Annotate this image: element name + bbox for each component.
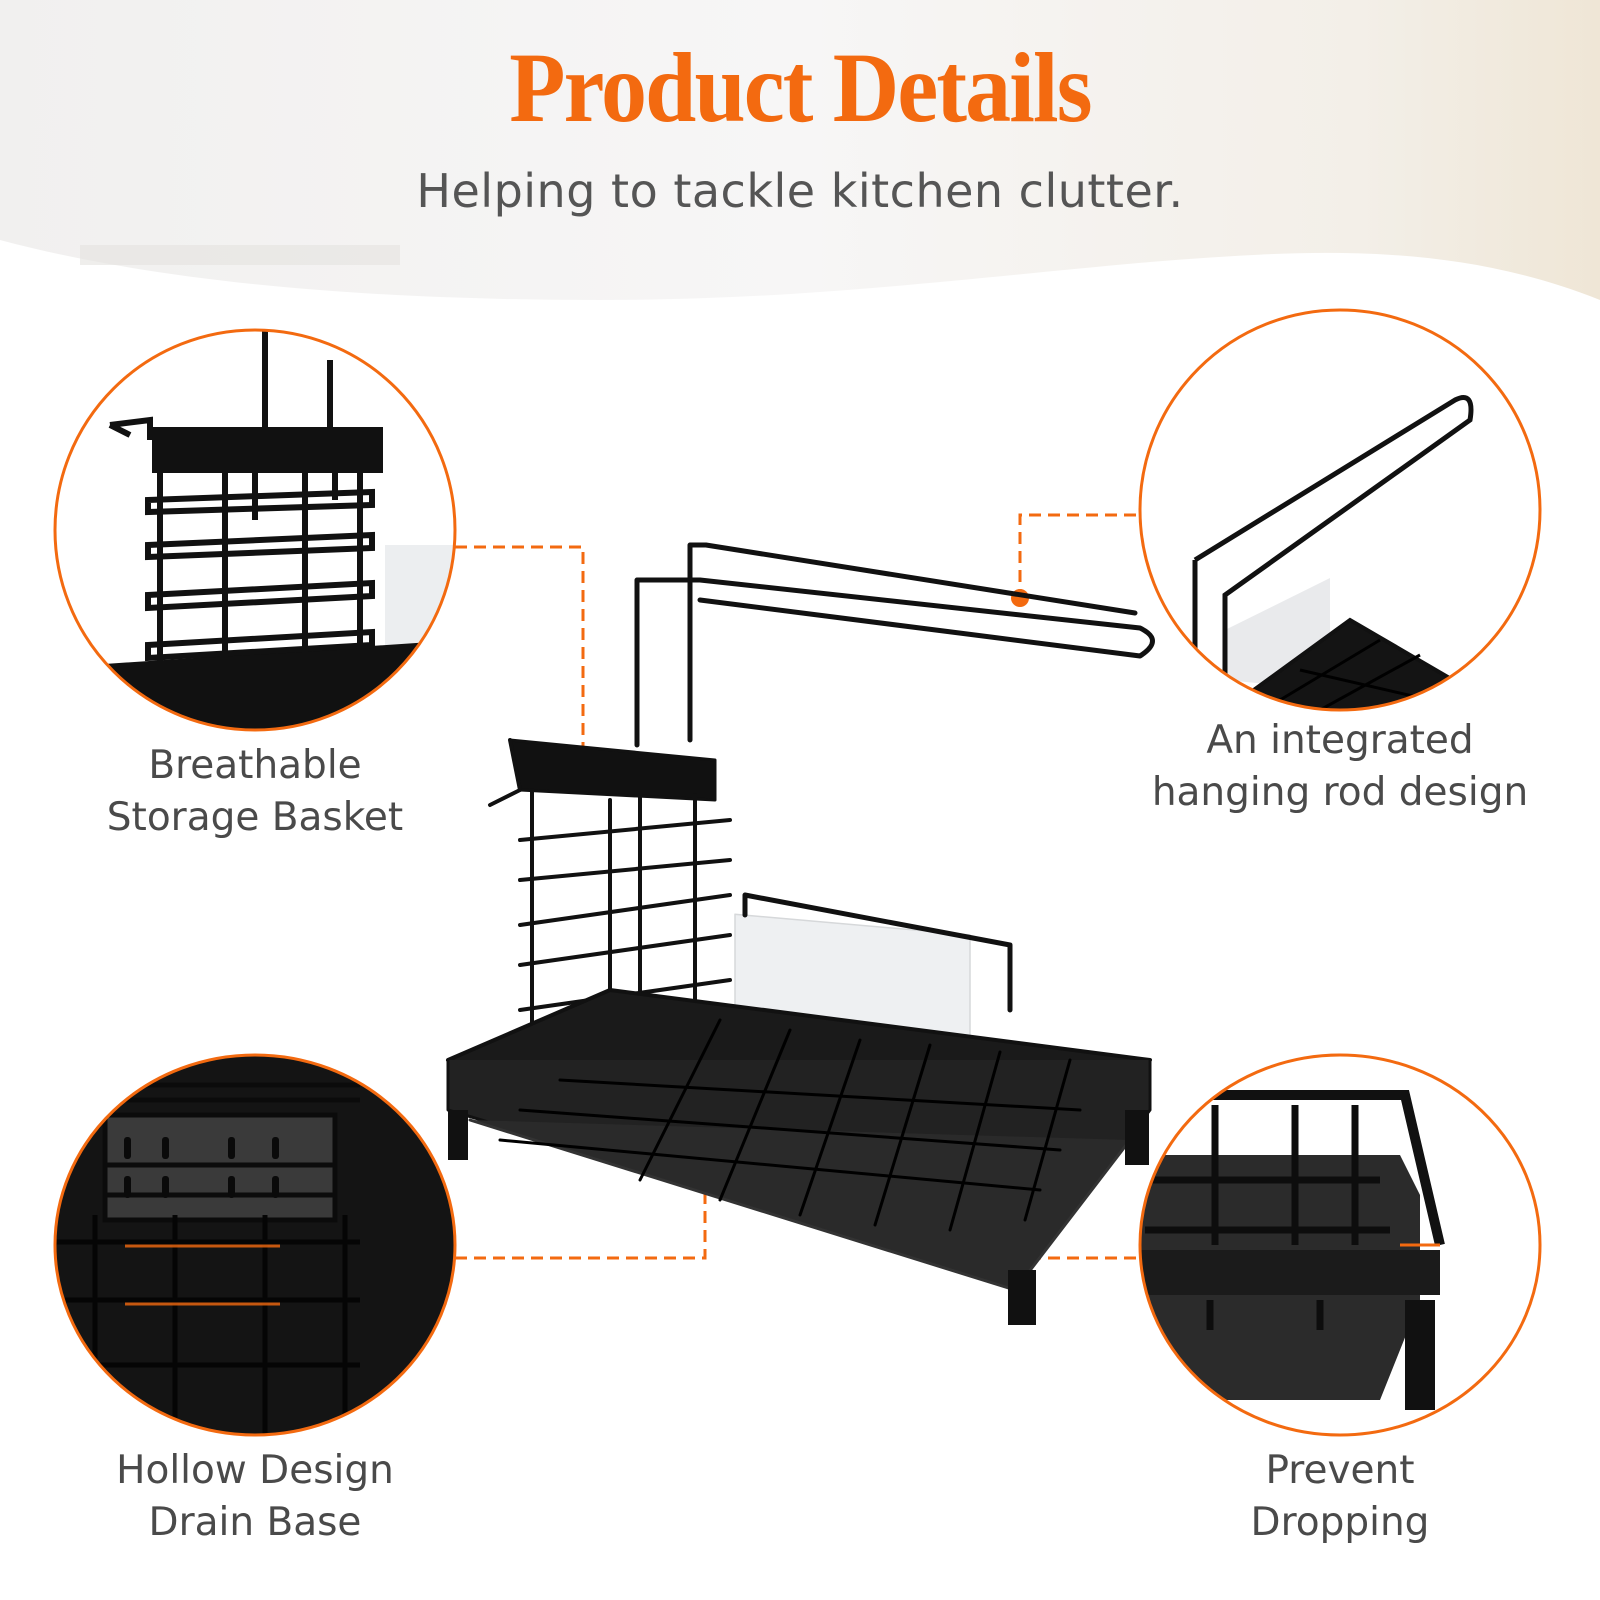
callout-label-line2: hanging rod design (1151, 770, 1529, 815)
detail-circle-hanging-rod (1138, 308, 1542, 712)
callout-label-hanging-rod: An integrated hanging rod design (1120, 715, 1560, 819)
detail-circle-prevent-dropping (1138, 1053, 1542, 1437)
page-title: Product Details (509, 32, 1092, 143)
header-background (0, 0, 1600, 300)
callout-label-line1: An integrated (1206, 718, 1474, 763)
callout-label-prevent-dropping: Prevent Dropping (1140, 1445, 1540, 1549)
callout-label-drain-base: Hollow Design Drain Base (55, 1445, 455, 1549)
page-subtitle: Helping to tackle kitchen clutter. (416, 164, 1184, 218)
callout-label-line2: Storage Basket (106, 795, 404, 840)
callout-label-storage-basket: Breathable Storage Basket (55, 740, 455, 844)
callout-label-line1: Prevent (1265, 1448, 1415, 1493)
callout-label-line2: Drain Base (148, 1500, 362, 1545)
callout-label-line1: Hollow Design (116, 1448, 394, 1493)
callout-label-line2: Dropping (1250, 1500, 1430, 1545)
detail-circle-drain-base (53, 1053, 457, 1437)
detail-circle-storage-basket (53, 328, 457, 732)
central-rack (446, 542, 1155, 1325)
callout-label-line1: Breathable (148, 743, 362, 788)
